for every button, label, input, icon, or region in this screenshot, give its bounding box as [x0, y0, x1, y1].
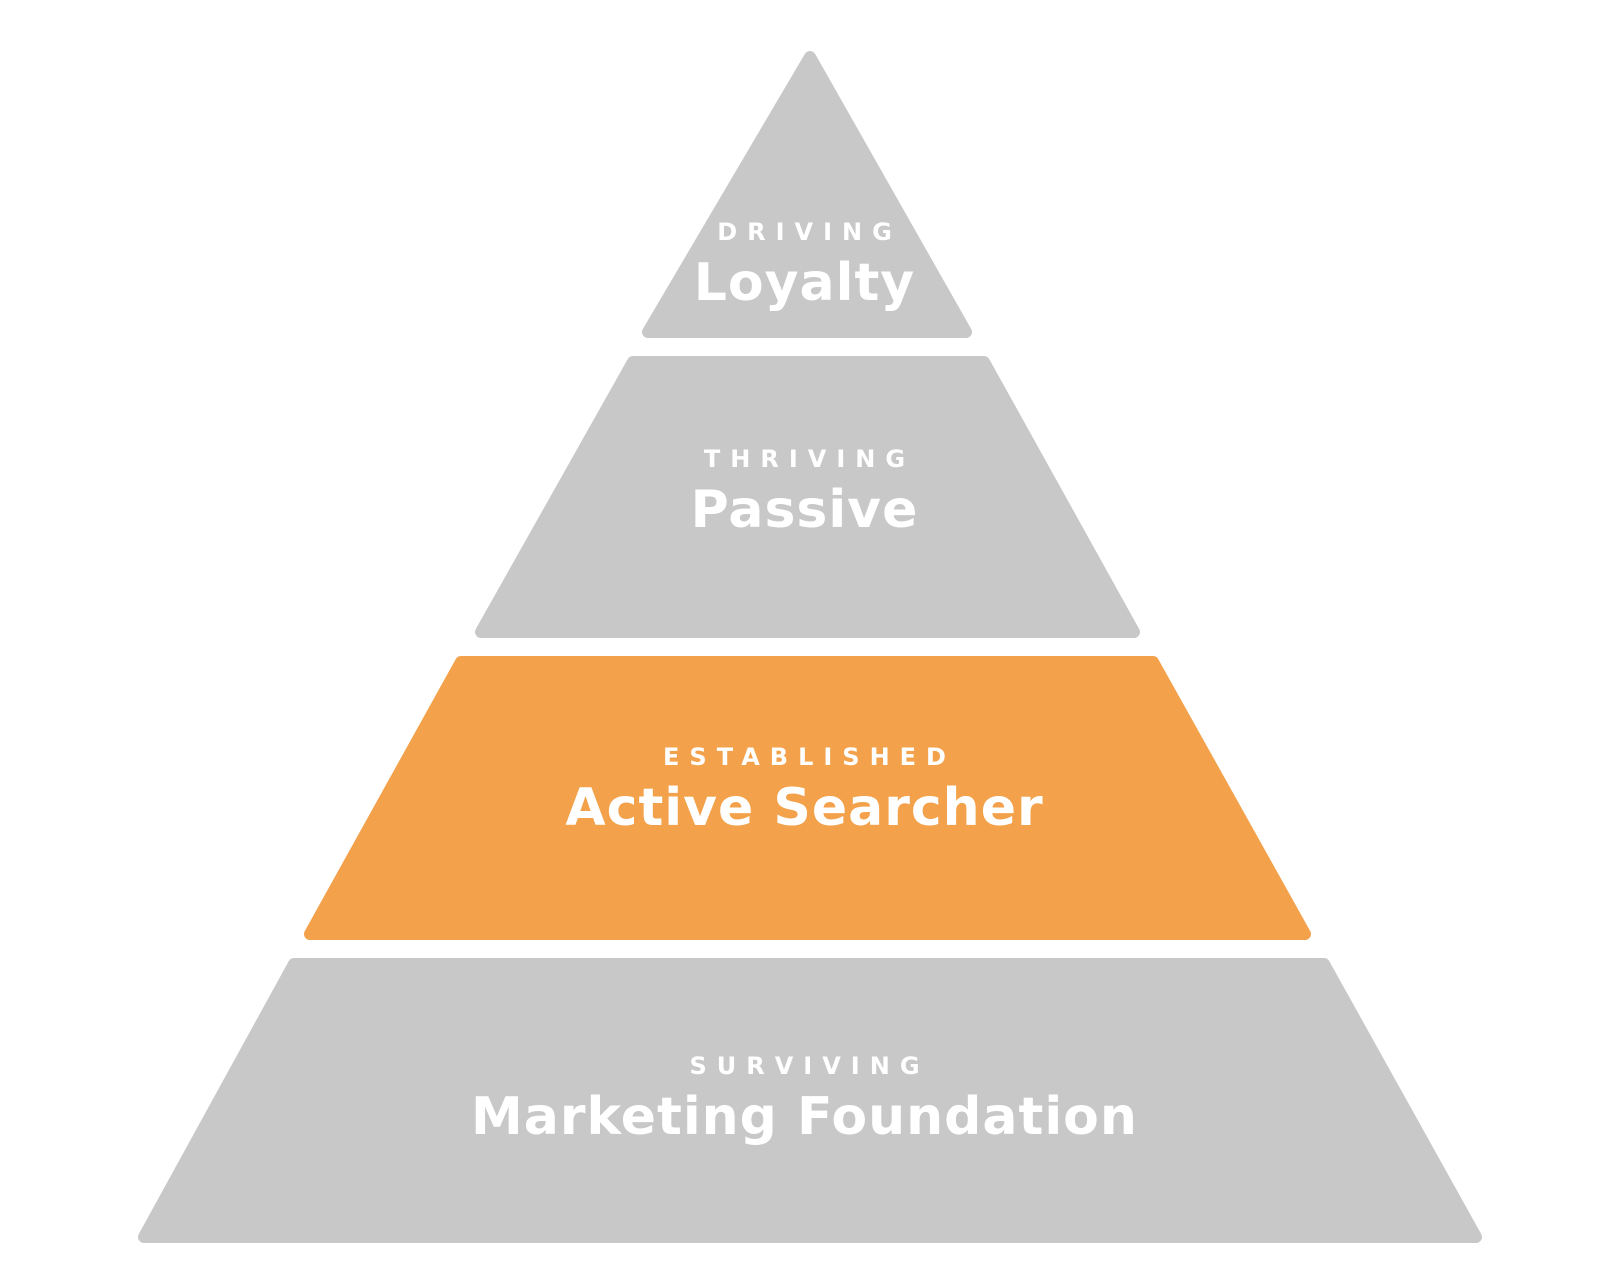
tier-thriving-shape [475, 356, 1140, 638]
tier-driving-shape [642, 51, 972, 338]
tier-surviving-shape [138, 958, 1482, 1243]
tier-established-shape [304, 656, 1311, 940]
